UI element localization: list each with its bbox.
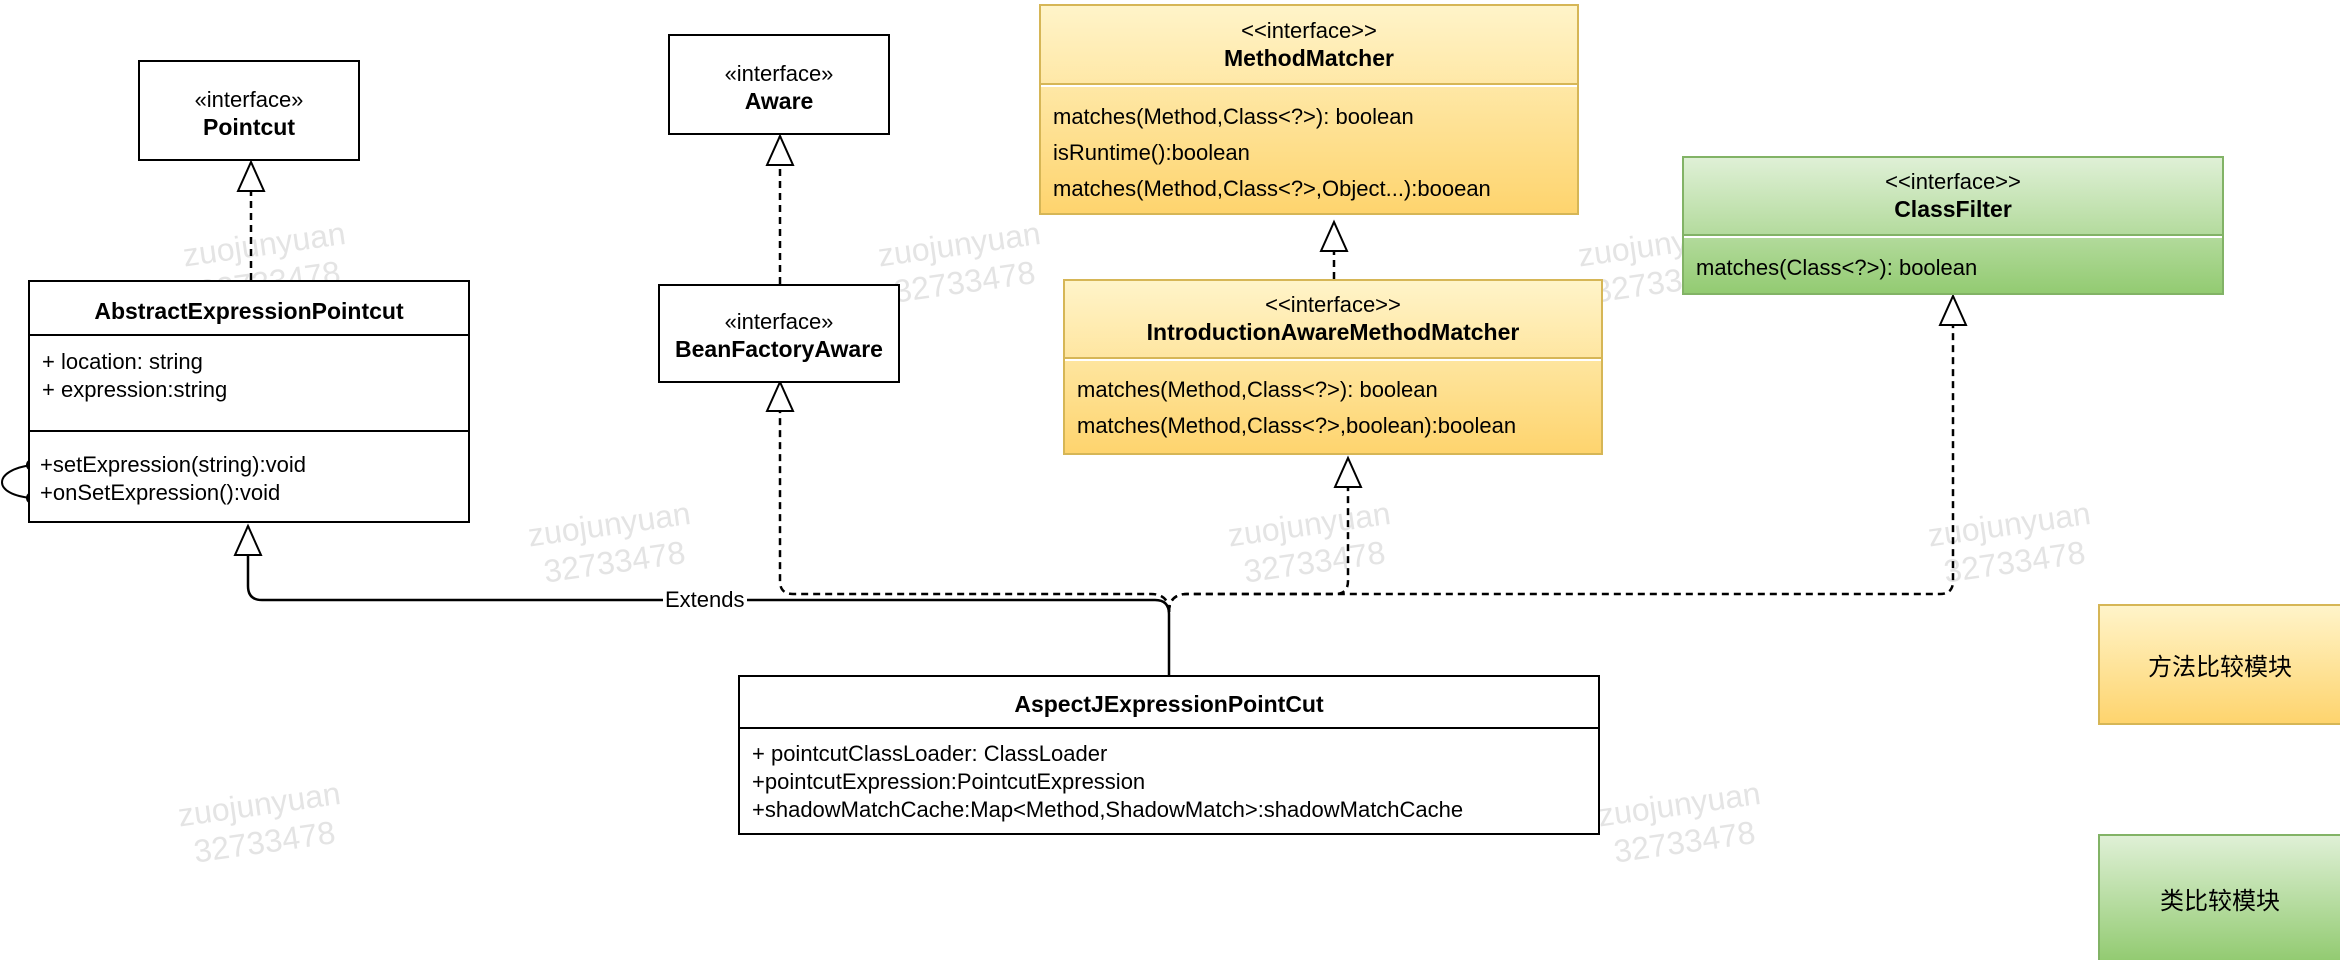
- attribute-list: + location: string + expression:string: [42, 348, 462, 404]
- abstract-expression-pointcut-class[interactable]: AbstractExpressionPointcut + location: s…: [28, 280, 470, 523]
- attribute: + location: string: [42, 349, 203, 374]
- legend-method-module: 方法比较模块: [2098, 604, 2340, 725]
- compartment-divider: [740, 727, 1598, 729]
- stereotype: «interface»: [724, 61, 834, 86]
- method-list: matches(Method,Class<?>): boolean isRunt…: [1053, 99, 1571, 207]
- bean-factory-aware-class[interactable]: «interface» BeanFactoryAware: [658, 284, 900, 383]
- class-filter-class[interactable]: <<interface>> ClassFilter matches(Class<…: [1682, 156, 2224, 295]
- class-name: Pointcut: [203, 114, 295, 140]
- attribute: + pointcutClassLoader: ClassLoader: [752, 741, 1108, 766]
- realization-edge-introduction-aware: [1167, 455, 1363, 613]
- class-name: AspectJExpressionPointCut: [1014, 691, 1324, 717]
- class-name: MethodMatcher: [1224, 45, 1394, 71]
- method-list: +setExpression(string):void +onSetExpres…: [40, 451, 462, 507]
- legend-label: 方法比较模块: [2148, 654, 2292, 681]
- pointcut-class[interactable]: «interface» Pointcut: [138, 60, 360, 161]
- attribute: + expression:string: [42, 377, 228, 402]
- class-name: AbstractExpressionPointcut: [94, 298, 404, 324]
- realization-edge-bean-factory-aware: [765, 379, 1171, 613]
- compartment-divider: [30, 334, 468, 336]
- method-list: matches(Method,Class<?>): boolean matche…: [1077, 372, 1595, 444]
- class-name: ClassFilter: [1894, 196, 2012, 222]
- aspectj-expression-pointcut-class[interactable]: AspectJExpressionPointCut + pointcutClas…: [738, 675, 1600, 835]
- method-matcher-class[interactable]: <<interface>> MethodMatcher matches(Meth…: [1039, 4, 1579, 215]
- compartment-divider: [1041, 83, 1577, 85]
- legend-label: 类比较模块: [2160, 887, 2280, 915]
- attribute: +shadowMatchCache:Map<Method,ShadowMatch…: [752, 797, 1464, 822]
- method: +setExpression(string):void: [40, 452, 306, 477]
- stereotype: <<interface>>: [1885, 169, 2021, 194]
- class-name: Aware: [744, 88, 814, 114]
- stereotype: <<interface>>: [1241, 18, 1377, 43]
- attribute-list: + pointcutClassLoader: ClassLoader +poin…: [752, 740, 1592, 824]
- method: matches(Class<?>): boolean: [1696, 255, 1978, 280]
- introduction-aware-method-matcher-class[interactable]: <<interface>> IntroductionAwareMethodMat…: [1063, 279, 1603, 455]
- compartment-divider: [30, 430, 468, 432]
- method: matches(Method,Class<?>,Object...):booea…: [1053, 176, 1491, 201]
- stereotype: «interface»: [194, 87, 304, 112]
- stereotype: «interface»: [724, 309, 834, 334]
- method: +onSetExpression():void: [40, 480, 281, 505]
- aware-class[interactable]: «interface» Aware: [668, 34, 890, 135]
- compartment-divider: [1684, 234, 2222, 236]
- extends-label: Extends: [663, 587, 747, 613]
- legend-class-module: 类比较模块: [2098, 834, 2340, 960]
- method: isRuntime():boolean: [1053, 140, 1250, 165]
- method: matches(Method,Class<?>,boolean):boolean: [1077, 413, 1517, 438]
- compartment-divider: [1065, 357, 1601, 359]
- class-name: IntroductionAwareMethodMatcher: [1146, 319, 1520, 345]
- method: matches(Method,Class<?>): boolean: [1077, 377, 1438, 402]
- stereotype: <<interface>>: [1265, 292, 1401, 317]
- method-list: matches(Class<?>): boolean: [1696, 250, 2216, 286]
- method: matches(Method,Class<?>): boolean: [1053, 104, 1414, 129]
- attribute: +pointcutExpression:PointcutExpression: [752, 769, 1146, 794]
- class-name: BeanFactoryAware: [675, 336, 883, 362]
- self-association-loop: [1, 464, 33, 499]
- realization-edge-class-filter: [1167, 293, 1968, 613]
